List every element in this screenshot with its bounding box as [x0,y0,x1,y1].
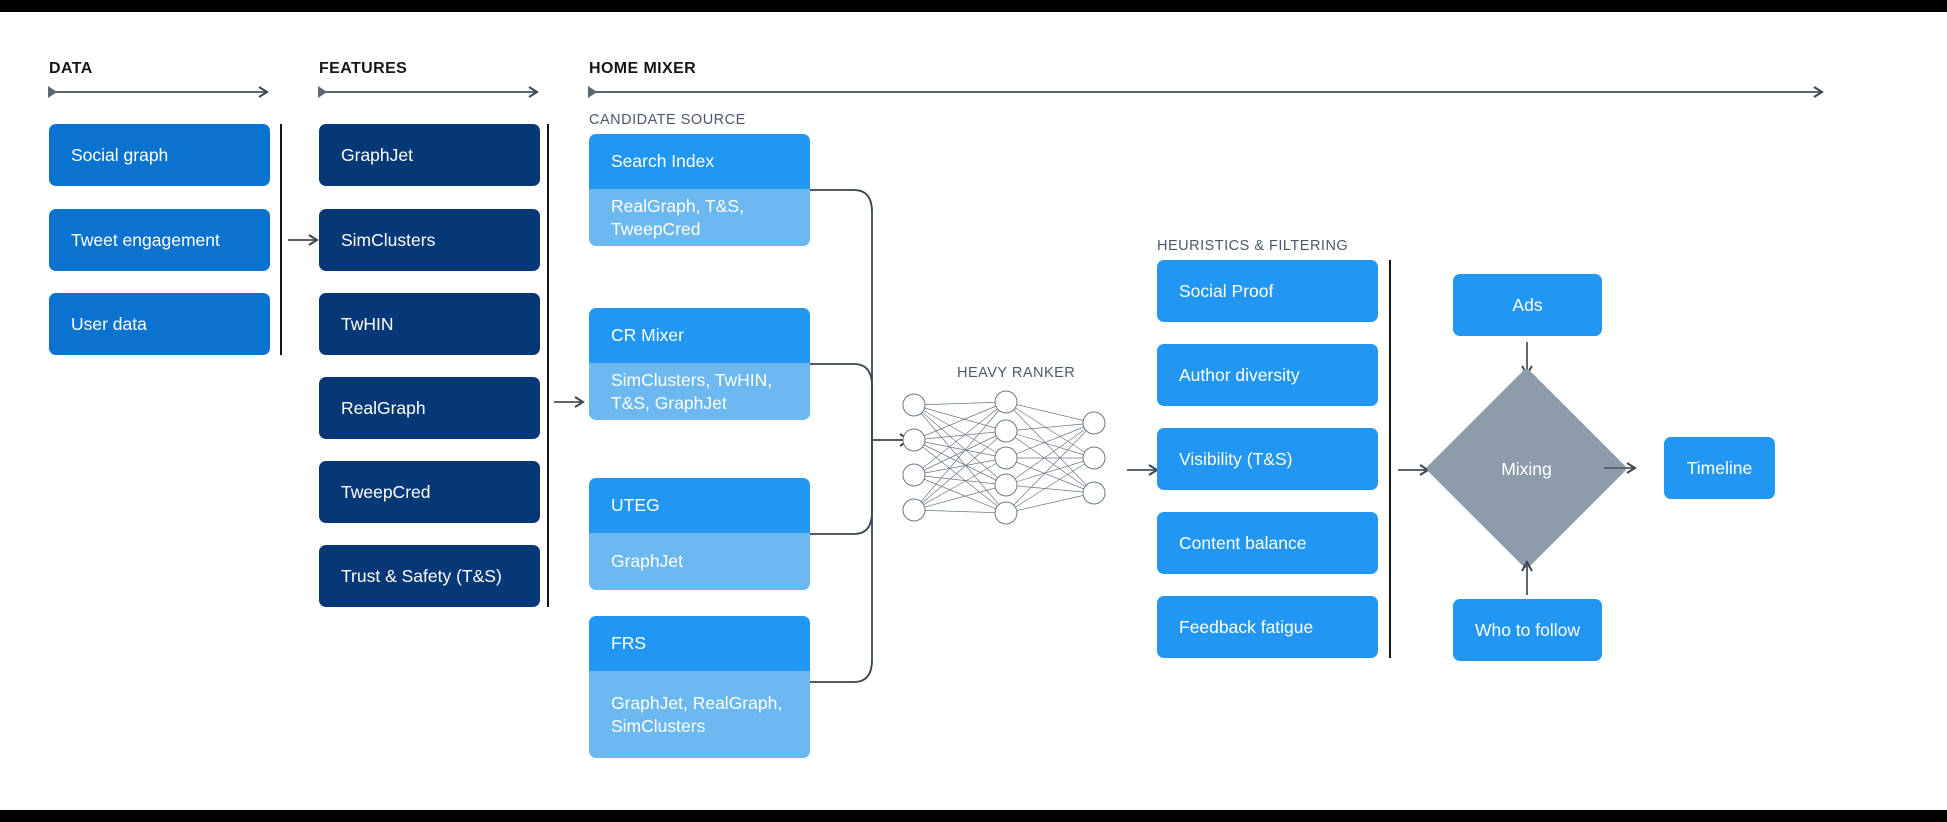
feature-card-label: TwHIN [341,313,394,334]
section-rule-data [48,86,269,98]
heuristics-card-label: Author diversity [1179,364,1300,385]
divider-data-features [280,124,282,355]
heuristics-card-label: Social Proof [1179,280,1274,301]
section-title-features: FEATURES [319,60,408,77]
arrow-data-to-features [288,234,319,246]
label-heuristics-filtering: HEURISTICS & FILTERING [1157,238,1349,254]
candidate-source-features: RealGraph, T&S, TweepCred [589,189,810,246]
label-heavy-ranker: HEAVY RANKER [957,365,1076,381]
data-card-label: User data [71,313,147,334]
feature-card-graphjet[interactable]: GraphJet [319,124,540,186]
candidate-source-name: FRS [589,616,810,671]
divider-features-candidates [547,124,549,607]
feature-card-tweepcred[interactable]: TweepCred [319,461,540,523]
feature-card-label: TweepCred [341,481,431,502]
section-title-home-mixer: HOME MIXER [589,60,697,77]
output-card-timeline[interactable]: Timeline [1664,437,1775,499]
candidate-source-card-search-index[interactable]: Search Index RealGraph, T&S, TweepCred [589,134,810,246]
data-card-label: Social graph [71,144,169,165]
output-card-label: Who to follow [1474,619,1581,640]
feature-card-label: Trust & Safety (T&S) [341,565,502,586]
feature-card-trust-safety[interactable]: Trust & Safety (T&S) [319,545,540,607]
candidate-source-name: UTEG [589,478,810,533]
candidate-source-card-frs[interactable]: FRS GraphJet, RealGraph, SimClusters [589,616,810,758]
divider-heuristics-mixing [1389,260,1391,658]
heuristics-card-visibility[interactable]: Visibility (T&S) [1157,428,1378,490]
feature-card-label: RealGraph [341,397,426,418]
output-card-ads[interactable]: Ads [1453,274,1602,336]
section-rule-home-mixer [588,86,1824,98]
arrow-ranker-to-heuristics [1127,464,1159,476]
heuristics-card-label: Visibility (T&S) [1179,448,1293,469]
heavy-ranker-network [902,390,1106,525]
candidate-source-features: GraphJet, RealGraph, SimClusters [589,671,810,758]
arrow-features-to-candidates [554,396,585,408]
candidate-source-card-uteg[interactable]: UTEG GraphJet [589,478,810,590]
arrow-mixing-to-timeline [1604,462,1637,474]
diagram-canvas: DATA FEATURES HOME MIXER CANDIDATE SOURC… [0,12,1947,810]
output-card-label: Ads [1512,294,1543,315]
output-card-label: Timeline [1686,457,1753,478]
data-card-user-data[interactable]: User data [49,293,270,355]
label-candidate-source: CANDIDATE SOURCE [589,112,746,128]
heuristics-card-social-proof[interactable]: Social Proof [1157,260,1378,322]
data-card-social-graph[interactable]: Social graph [49,124,270,186]
feature-card-label: GraphJet [341,144,413,165]
feature-card-simclusters[interactable]: SimClusters [319,209,540,271]
heuristics-card-label: Feedback fatigue [1179,616,1314,637]
candidate-source-name: Search Index [589,134,810,189]
section-title-data: DATA [49,60,93,77]
feature-card-twhin[interactable]: TwHIN [319,293,540,355]
candidate-source-features: GraphJet [589,533,810,590]
heuristics-card-label: Content balance [1179,532,1307,553]
feature-card-realgraph[interactable]: RealGraph [319,377,540,439]
data-card-tweet-engagement[interactable]: Tweet engagement [49,209,270,271]
output-card-who-to-follow[interactable]: Who to follow [1453,599,1602,661]
heuristics-card-feedback-fatigue[interactable]: Feedback fatigue [1157,596,1378,658]
mixing-label: Mixing [1501,459,1552,479]
candidate-source-card-cr-mixer[interactable]: CR Mixer SimClusters, TwHIN, T&S, GraphJ… [589,308,810,420]
section-rule-features [318,86,539,98]
candidate-source-features: SimClusters, TwHIN, T&S, GraphJet [589,363,810,420]
candidate-source-name: CR Mixer [589,308,810,363]
data-card-label: Tweet engagement [71,229,220,250]
heuristics-card-content-balance[interactable]: Content balance [1157,512,1378,574]
feature-card-label: SimClusters [341,229,436,250]
arrow-who-to-follow-to-mixing [1521,559,1533,595]
heuristics-card-author-diversity[interactable]: Author diversity [1157,344,1378,406]
